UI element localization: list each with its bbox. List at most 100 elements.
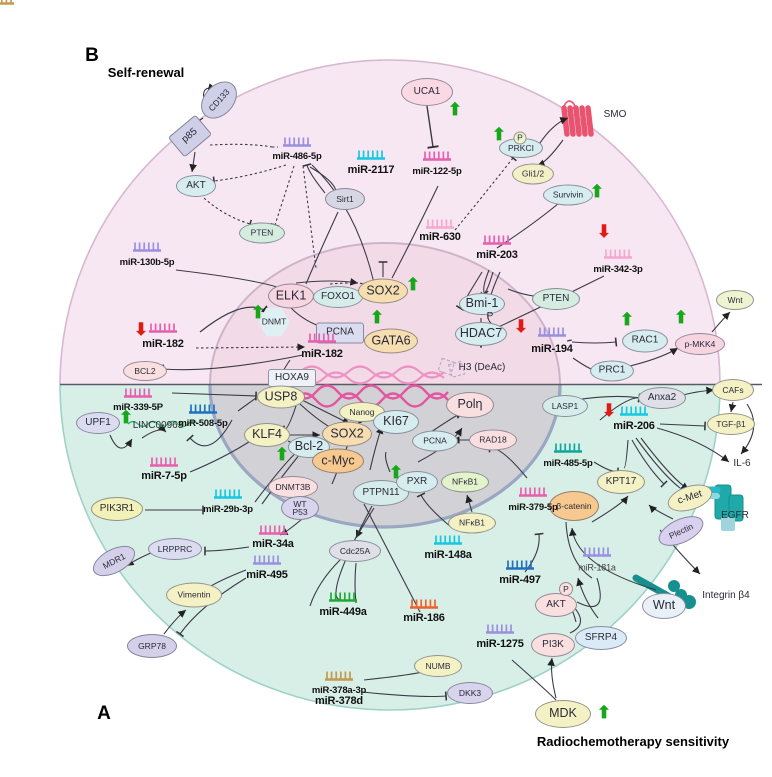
mirna-hairpin-icon — [583, 547, 611, 557]
node-mdk: MDK — [535, 700, 591, 728]
mirna-hairpin-icon — [259, 525, 287, 535]
node-h3-deac: H3 (DeAc) — [458, 361, 506, 373]
node-pi3k: PI3K — [531, 633, 575, 657]
mirna-hairpin-icon — [133, 242, 161, 252]
node-sirt1: Sirt1 — [325, 188, 365, 210]
node-egfr: EGFR — [721, 509, 749, 521]
node-uca1: UCA1 — [401, 78, 453, 106]
mirna-hairpin-icon — [423, 151, 451, 161]
mirna-hairpin-icon — [426, 219, 454, 229]
node-sox2-lower: SOX2 — [322, 421, 372, 447]
mirna-label-mir-122-5p: miR-122-5p — [412, 166, 462, 178]
mirna-hairpin-icon — [483, 235, 511, 245]
node-lasp1: LASP1 — [542, 395, 588, 417]
upregulated-arrow-icon-up-mkk4: ⬆ — [673, 308, 689, 328]
node-tgfb1: TGF-β1 — [707, 413, 755, 435]
node-sfrp4: SFRP4 — [575, 626, 627, 650]
upregulated-arrow-icon-up-mdk: ⬆ — [596, 703, 612, 723]
node-bmi1: Bmi-1 — [459, 293, 505, 315]
node-anxa2: Anxa2 — [638, 387, 686, 409]
mirna-label-mir-203: miR-203 — [476, 249, 518, 262]
mirna-hairpin-icon — [486, 624, 514, 634]
node-nfkb1-nuc: NFκB1 — [441, 471, 489, 493]
mirna-hairpin-icon — [620, 406, 648, 416]
downregulated-arrow-icon-dn-194: ⬇ — [513, 317, 529, 337]
mirna-label-mir-378d: miR-378d — [315, 695, 363, 708]
mirna-label-mir-186: miR-186 — [403, 612, 445, 625]
mirna-label-mir-630: miR-630 — [419, 231, 461, 244]
mirna-label-mir-148a: miR-148a — [424, 549, 472, 562]
node-elk1: ELK1 — [268, 283, 314, 309]
mirna-hairpin-icon — [308, 333, 336, 343]
upregulated-arrow-icon-up-survivin: ⬆ — [589, 182, 605, 202]
upregulated-arrow-icon-up-rac1: ⬆ — [619, 310, 635, 330]
node-upf1: UPF1 — [76, 412, 120, 434]
upregulated-arrow-icon-up-ptpn11: ⬆ — [388, 463, 404, 483]
node-prkci-p: P — [513, 131, 527, 145]
node-rac1: RAC1 — [622, 329, 668, 353]
upregulated-arrow-icon-up-dnmt: ⬆ — [250, 303, 266, 323]
node-gli12: Gli1/2 — [512, 163, 554, 185]
node-c-myc: c-Myc — [312, 448, 364, 474]
mirna-label-mir-2117: miR-2117 — [347, 164, 395, 177]
mirna-hairpin-icon — [410, 599, 438, 609]
node-cdc25a: Cdc25A — [329, 540, 381, 562]
node-linc00963: LINC00963 — [132, 419, 184, 431]
node-pcna-lower: PCNA — [412, 430, 458, 452]
downregulated-arrow-icon-dn-206: ⬇ — [601, 401, 617, 421]
upregulated-arrow-icon-up-upf1: ⬆ — [118, 408, 134, 428]
upregulated-arrow-icon-up-sox2: ⬆ — [405, 275, 421, 295]
mirna-hairpin-icon — [554, 443, 582, 453]
node-wt-p53: WT P53 — [281, 496, 319, 520]
mirna-label-mir-497: miR-497 — [499, 574, 541, 587]
node-akt-lower: AKT — [535, 593, 577, 617]
node-bcl2-upper: BCL2 — [123, 361, 167, 381]
mirna-hairpin-icon — [283, 137, 311, 147]
mirna-hairpin-icon — [434, 535, 462, 545]
mirna-label-mir-495: miR-495 — [246, 569, 288, 582]
mirna-label-mir-339-5p: miR-339-5P — [113, 402, 163, 414]
upregulated-arrow-icon-up-uca1: ⬆ — [447, 100, 463, 120]
node-hdac7-p: P — [486, 310, 494, 322]
node-sox2-upper: SOX2 — [358, 278, 408, 304]
mirna-label-mir-182-nuc: miR-182 — [301, 348, 343, 361]
node-hdac7: HDAC7 — [455, 322, 507, 346]
mirna-hairpin-icon — [124, 388, 152, 398]
node-poleta: Polη — [446, 392, 494, 418]
node-vimentin: Vimentin — [166, 582, 222, 608]
mirna-label-mir-194: miR-194 — [531, 343, 573, 356]
node-wnt-upper: Wnt — [716, 290, 754, 310]
title-radiochemo: Radiochemotherapy sensitivity — [536, 734, 730, 750]
node-dnmt3b: DNMT3B — [268, 476, 318, 498]
mirna-label-mir-1275: miR-1275 — [476, 638, 524, 651]
node-ki67: KI67 — [373, 410, 419, 434]
mirna-hairpin-icon — [325, 671, 353, 681]
node-beta-catenin: β-catenin — [549, 491, 599, 521]
downregulated-arrow-icon-dn-342: ⬇ — [596, 222, 612, 242]
mirna-hairpin-icon — [329, 592, 357, 602]
mirna-label-mir-130b-5p: miR-130b-5p — [119, 257, 175, 269]
mirna-hairpin-icon — [214, 489, 242, 499]
dna-helix-upper — [299, 365, 445, 385]
linc00963-rna-squiggle — [127, 420, 199, 428]
mirna-hairpin-icon — [506, 560, 534, 570]
node-kpt17: KPT17 — [597, 470, 645, 494]
panel-letter-a: A — [97, 703, 111, 725]
mirna-hairpin-icon — [604, 249, 632, 259]
mirna-hairpin-icon — [357, 150, 385, 160]
node-hoxa9: HOXA9 — [268, 369, 316, 387]
node-pten-upper: PTEN — [239, 222, 285, 244]
downregulated-arrow-icon-dn-182: ⬇ — [133, 320, 149, 340]
node-survivin: Survivin — [543, 184, 593, 206]
node-dkk3: DKK3 — [447, 682, 493, 704]
node-lrpprc: LRPPRC — [148, 538, 202, 560]
title-self-renewal: Self-renewal — [107, 65, 185, 81]
mirna-hairpin-icon — [149, 323, 177, 333]
mirna-label-mir-378a-3p: miR-378a-3p — [311, 685, 367, 697]
node-pik3r1: PIK3R1 — [91, 497, 143, 521]
mirna-hairpin-icon — [519, 487, 547, 497]
node-smo-label: SMO — [603, 108, 627, 120]
mirna-label-mir-486-5p: miR-486-5p — [272, 151, 322, 163]
mirna-label-mir-206: miR-206 — [613, 420, 655, 433]
